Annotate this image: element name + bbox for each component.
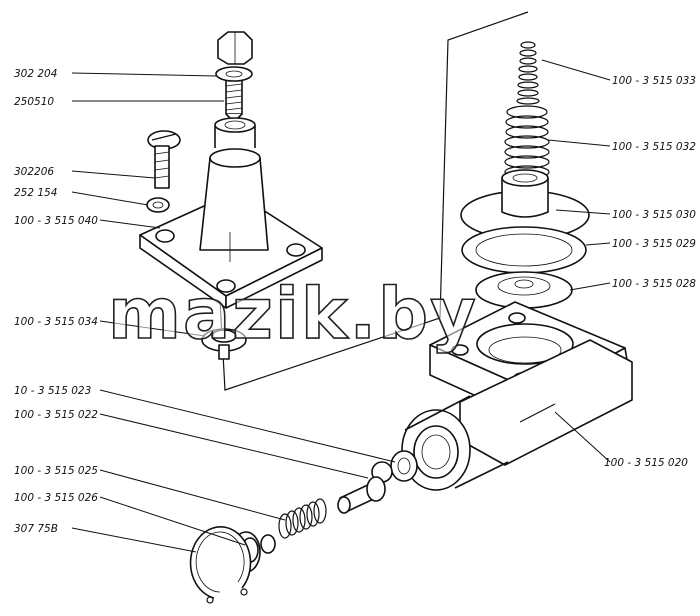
cover-flange-040 (139, 117, 323, 309)
label-3515020: 100 - 3 515 020 (604, 457, 688, 469)
plunger-022 (337, 476, 386, 514)
spring-025 (278, 498, 327, 539)
valve-body-020 (401, 301, 633, 491)
watermark: mazik.by (108, 273, 478, 355)
label-302206: 302206 (14, 166, 54, 178)
part-number-labels: 302 204 250510 302206 252 154 100 - 3 51… (14, 68, 696, 535)
label-3515033: 100 - 3 515 033 (612, 75, 696, 87)
leader-lines (71, 59, 611, 553)
screw-302206 (147, 130, 181, 189)
label-3515034: 100 - 3 515 034 (14, 316, 98, 328)
label-3515032: 100 - 3 515 032 (612, 141, 696, 153)
washer-250510 (215, 66, 253, 82)
assembly-axis-line (219, 11, 529, 391)
washer-252154 (146, 197, 170, 213)
label-250510: 250510 (14, 96, 54, 108)
label-3515030: 100 - 3 515 030 (612, 209, 696, 221)
valve-034 (201, 328, 247, 360)
label-3515025: 100 - 3 515 025 (14, 465, 98, 477)
label-302204: 302 204 (14, 68, 57, 80)
seat-023 (371, 450, 418, 483)
bolt-302204 (217, 31, 253, 123)
gasket-029 (461, 226, 587, 274)
retaining-ring-30775b (189, 526, 252, 604)
spring-032 (504, 105, 550, 179)
label-3515029: 100 - 3 515 029 (612, 238, 696, 250)
label-3515028: 100 - 3 515 028 (612, 278, 696, 290)
label-252154: 252 154 (14, 187, 57, 199)
label-3515022: 100 - 3 515 022 (14, 409, 98, 421)
diaphragm-028 (475, 271, 573, 309)
cap-plate-030 (460, 169, 590, 240)
label-3515026: 100 - 3 515 026 (14, 492, 98, 504)
label-30775b: 307 75B (14, 523, 58, 535)
label-3515040: 100 - 3 515 040 (14, 215, 98, 227)
spring-033 (516, 41, 540, 105)
label-3515023: 10 - 3 515 023 (14, 385, 91, 397)
